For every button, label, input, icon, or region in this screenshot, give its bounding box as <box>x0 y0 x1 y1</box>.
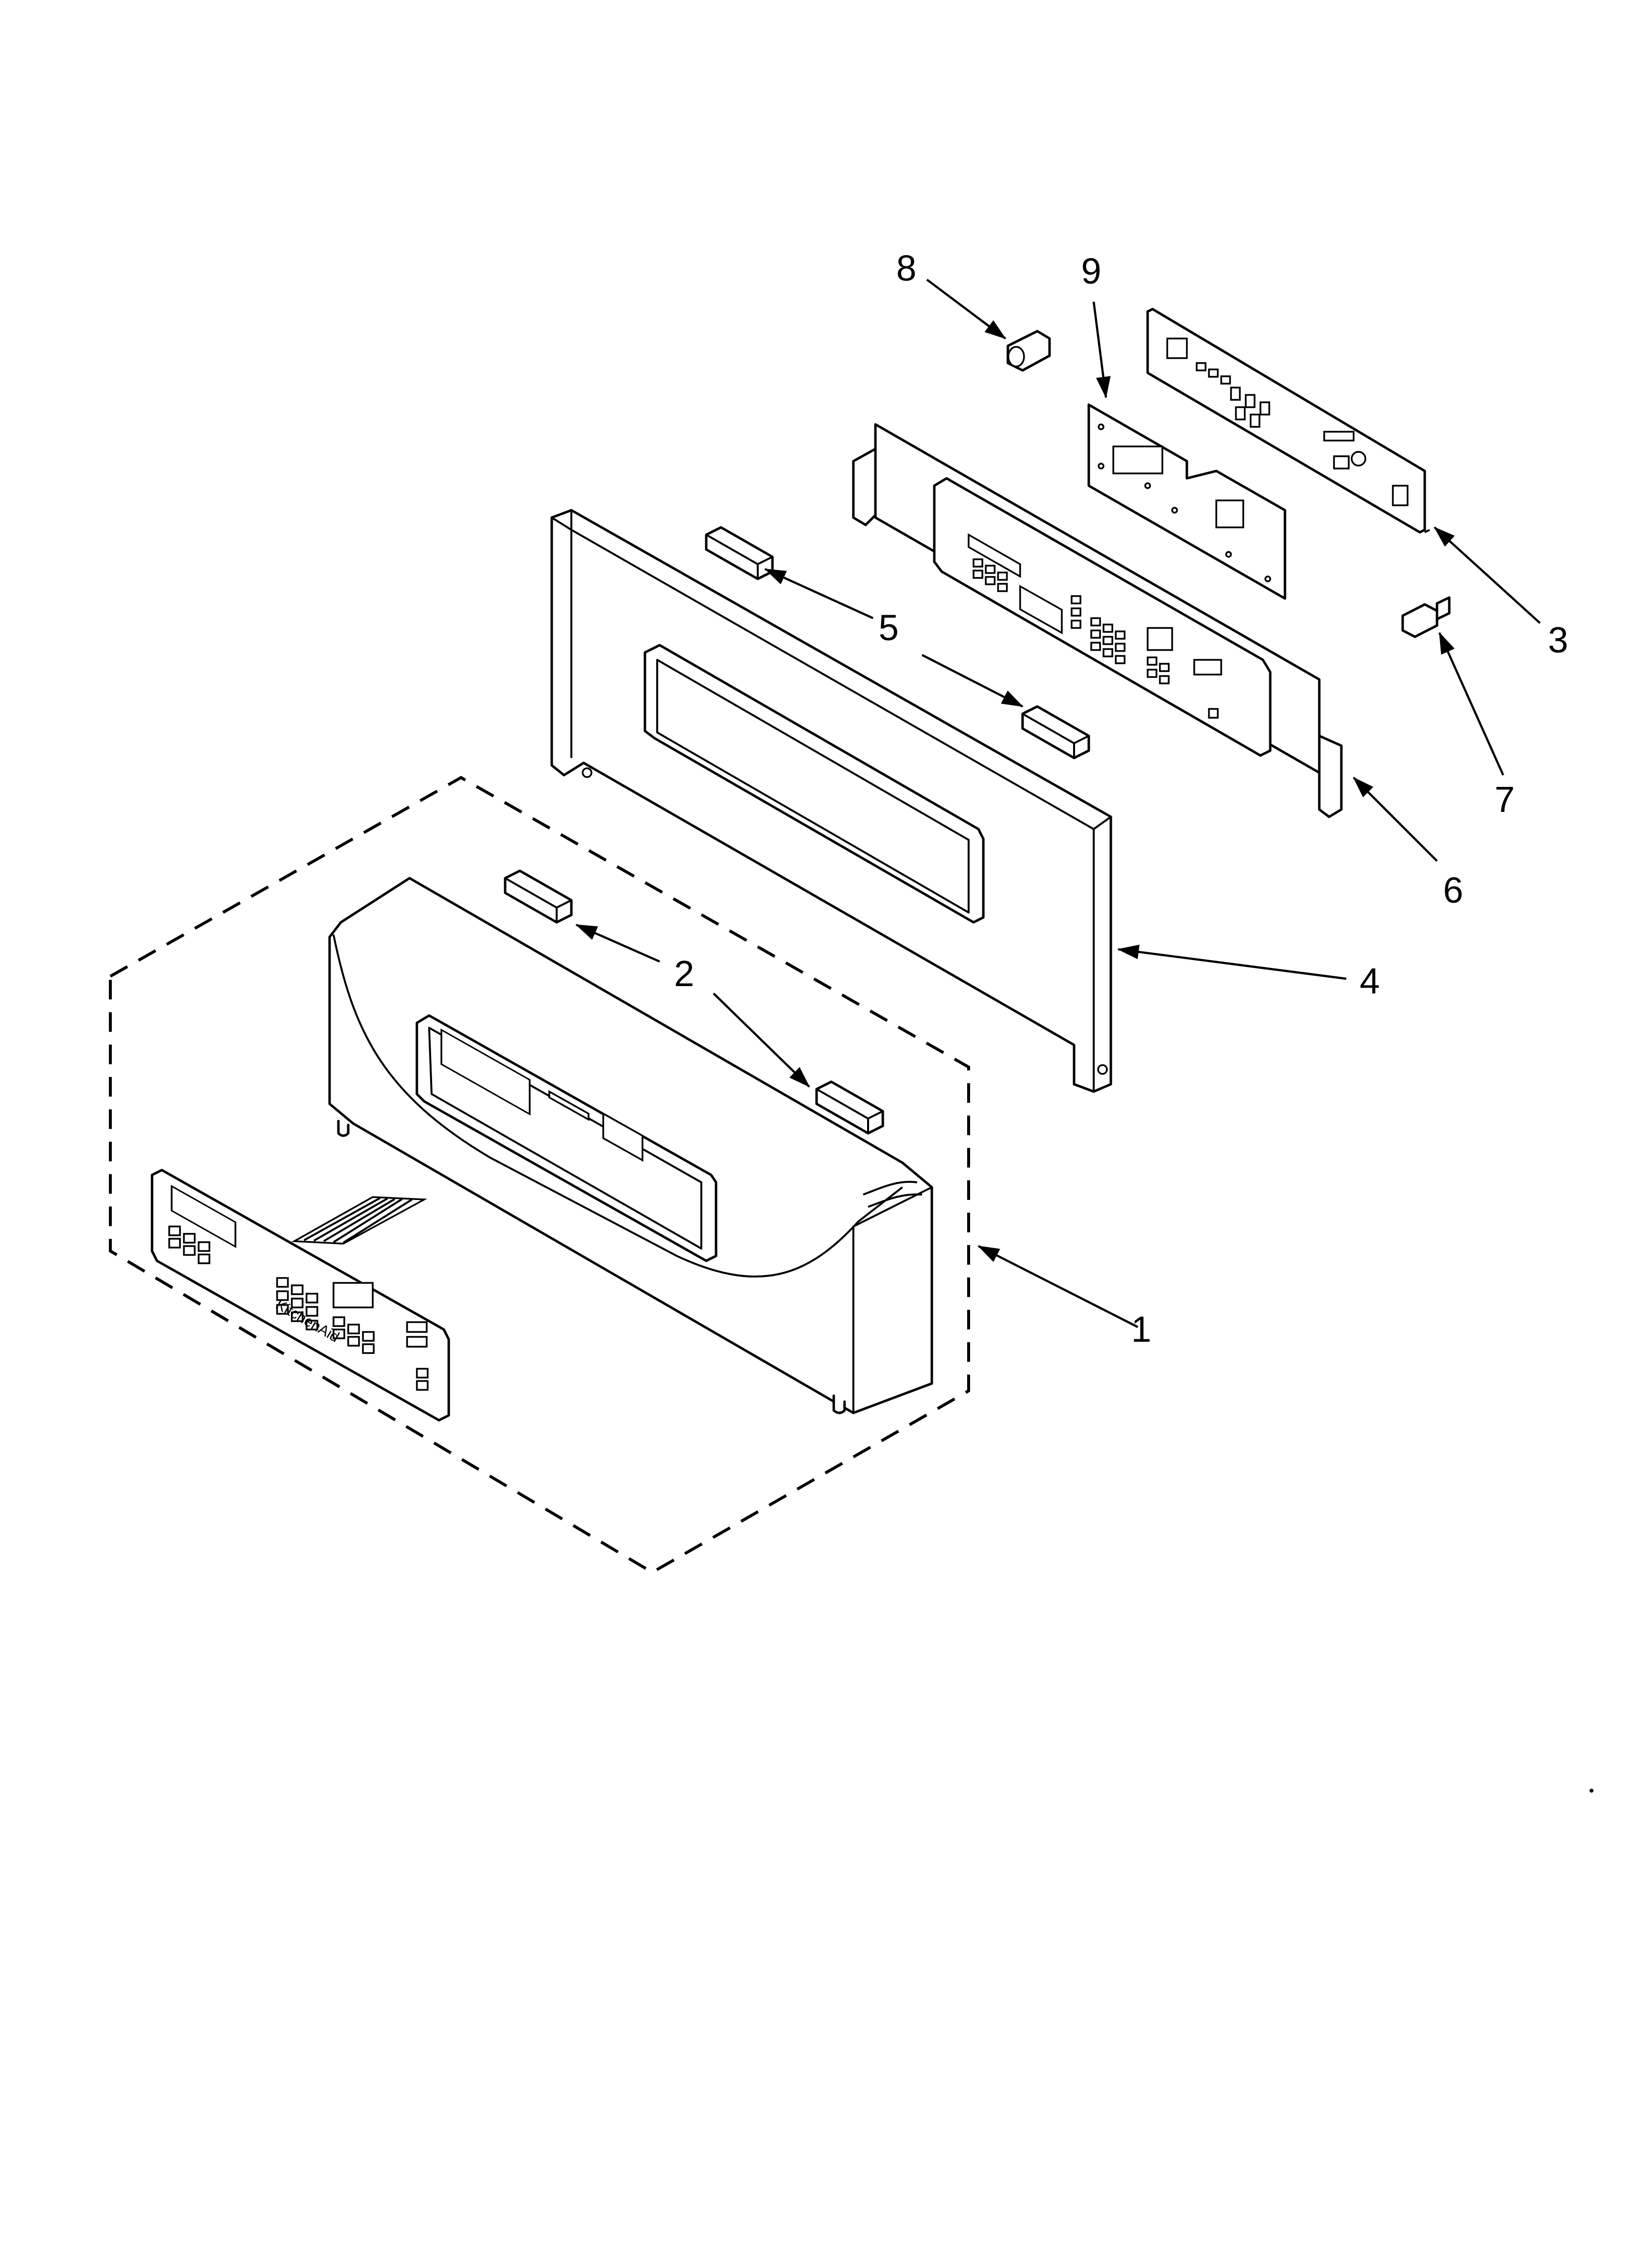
callout-7: 7 <box>1494 779 1514 820</box>
control-housing <box>852 423 1343 818</box>
leader-lines <box>575 279 1541 1329</box>
board-cover <box>1087 403 1286 600</box>
callout-3: 3 <box>1548 620 1568 660</box>
callout-9: 9 <box>1081 251 1101 291</box>
clip-part-5-upper <box>705 526 774 580</box>
circuit-board <box>1146 308 1430 534</box>
standoff-part-7 <box>1401 596 1451 638</box>
control-panel-front <box>328 877 933 1414</box>
stray-dot <box>1590 1789 1593 1793</box>
callout-1: 1 <box>1131 1309 1151 1350</box>
callout-4: 4 <box>1360 961 1380 1001</box>
callout-8: 8 <box>896 248 916 288</box>
assembly-boundary <box>109 776 970 1574</box>
spacer-part-8 <box>1006 330 1051 372</box>
callout-5: 5 <box>878 607 898 648</box>
clip-part-2-lower <box>815 1080 884 1135</box>
clip-part-2-upper <box>504 869 573 924</box>
callout-6: 6 <box>1443 870 1463 911</box>
panel-frame <box>550 509 1112 1093</box>
touch-pad-overlay: KitchenAid <box>151 1169 450 1422</box>
clip-part-5-lower <box>1021 705 1090 759</box>
callout-2: 2 <box>674 953 694 994</box>
